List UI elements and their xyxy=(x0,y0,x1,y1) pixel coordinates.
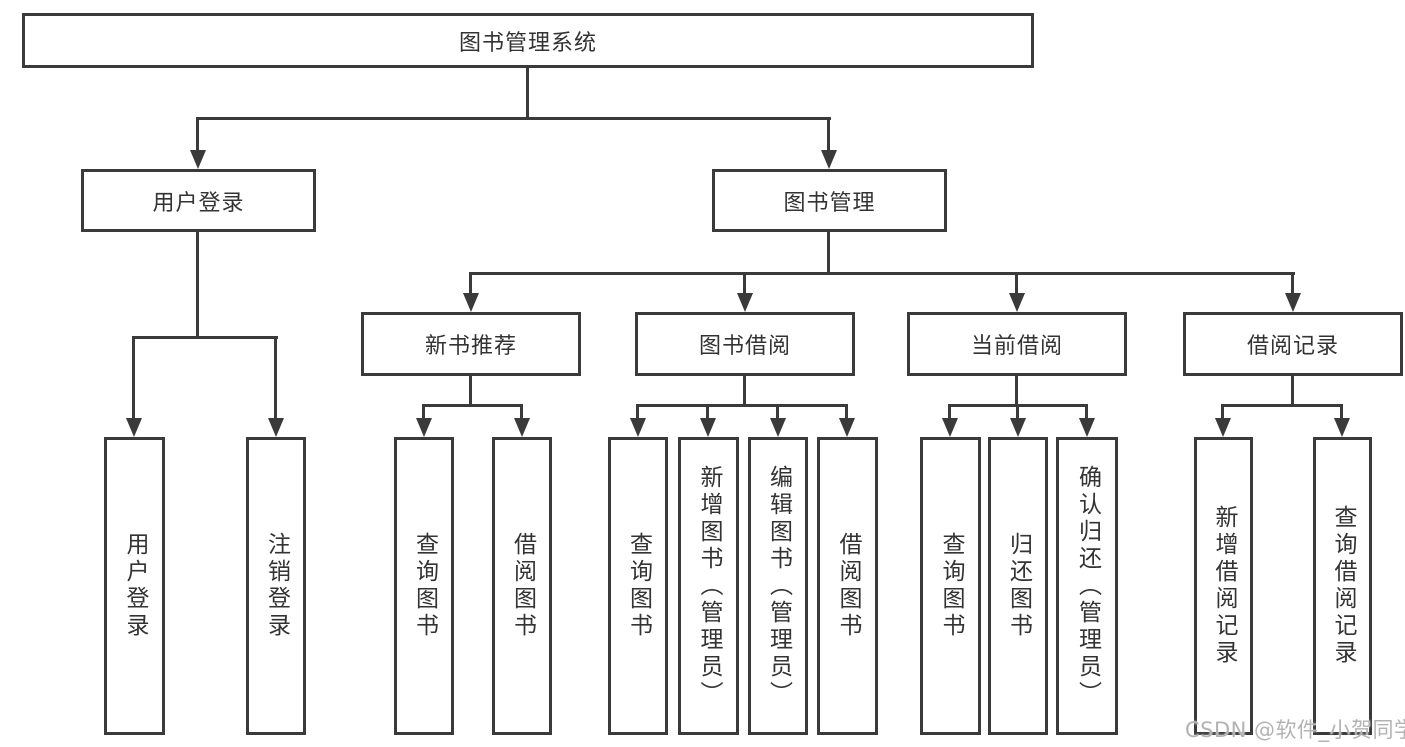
leaf-query-borrow-record: 查询借阅记录 xyxy=(1313,437,1372,735)
connector-line xyxy=(636,404,639,421)
arrowhead-icon xyxy=(1079,418,1095,437)
connector-line xyxy=(827,117,830,153)
connector-line xyxy=(422,404,425,421)
leaf-add-borrow-record: 新增借阅记录 xyxy=(1194,437,1253,735)
leaf-query-books-recommend: 查询图书 xyxy=(394,437,454,735)
connector-line xyxy=(1015,272,1018,296)
leaf-query-books-current: 查询图书 xyxy=(920,437,981,735)
connector-line xyxy=(422,404,523,407)
connector-line xyxy=(636,404,848,407)
leaf-borrow-books-recommend: 借阅图书 xyxy=(492,437,552,735)
arrowhead-icon xyxy=(1334,418,1350,437)
leaf-user-login: 用户登录 xyxy=(104,437,165,735)
arrowhead-icon xyxy=(514,418,530,437)
arrowhead-icon xyxy=(190,150,206,169)
node-book-borrow: 图书借阅 xyxy=(635,312,855,376)
arrowhead-icon xyxy=(700,418,716,437)
arrowhead-icon xyxy=(1010,418,1026,437)
connector-line xyxy=(1016,404,1019,421)
leaf-edit-books-admin: 编辑图书（管理员） xyxy=(748,437,808,735)
connector-line xyxy=(132,336,278,339)
connector-line xyxy=(469,272,472,296)
arrowhead-icon xyxy=(1009,293,1025,312)
connector-line xyxy=(274,336,277,421)
connector-line xyxy=(132,336,135,421)
arrowhead-icon xyxy=(839,418,855,437)
connector-line xyxy=(948,404,951,421)
connector-line xyxy=(706,404,709,421)
leaf-add-books-admin: 新增图书（管理员） xyxy=(678,437,739,735)
arrowhead-icon xyxy=(126,418,142,437)
leaf-borrow-books: 借阅图书 xyxy=(817,437,878,735)
connector-line xyxy=(469,376,472,407)
node-book-management: 图书管理 xyxy=(712,169,947,232)
connector-line xyxy=(196,117,831,120)
node-new-book-recommend: 新书推荐 xyxy=(361,312,581,376)
connector-line xyxy=(827,232,830,275)
node-user-login: 用户登录 xyxy=(81,169,316,232)
arrowhead-icon xyxy=(630,418,646,437)
connector-line xyxy=(743,272,746,296)
leaf-logout: 注销登录 xyxy=(246,437,306,735)
connector-line xyxy=(469,272,1295,275)
arrowhead-icon xyxy=(268,418,284,437)
connector-line xyxy=(1221,404,1343,407)
arrowhead-icon xyxy=(1215,418,1231,437)
connector-line xyxy=(743,376,746,407)
arrowhead-icon xyxy=(770,418,786,437)
arrowhead-icon xyxy=(416,418,432,437)
connector-line xyxy=(1340,404,1343,421)
connector-line xyxy=(1291,272,1294,296)
connector-line xyxy=(1015,376,1018,407)
node-borrow-records: 借阅记录 xyxy=(1183,312,1403,376)
connector-line xyxy=(1221,404,1224,421)
leaf-return-books: 归还图书 xyxy=(988,437,1048,735)
node-root-system: 图书管理系统 xyxy=(22,13,1034,68)
arrowhead-icon xyxy=(1285,293,1301,312)
connector-line xyxy=(845,404,848,421)
connector-line xyxy=(526,68,529,120)
connector-line xyxy=(776,404,779,421)
leaf-confirm-return-admin: 确认归还（管理员） xyxy=(1056,437,1118,735)
arrowhead-icon xyxy=(463,293,479,312)
connector-line xyxy=(1085,404,1088,421)
leaf-query-books-borrow: 查询图书 xyxy=(608,437,668,735)
arrowhead-icon xyxy=(942,418,958,437)
node-current-borrow: 当前借阅 xyxy=(907,312,1127,376)
arrowhead-icon xyxy=(821,150,837,169)
connector-line xyxy=(1291,376,1294,407)
connector-line xyxy=(196,117,199,153)
connector-line xyxy=(196,232,199,339)
csdn-watermark: CSDN @软件_小贺同学 xyxy=(1185,718,1405,742)
arrowhead-icon xyxy=(737,293,753,312)
connector-line xyxy=(520,404,523,421)
